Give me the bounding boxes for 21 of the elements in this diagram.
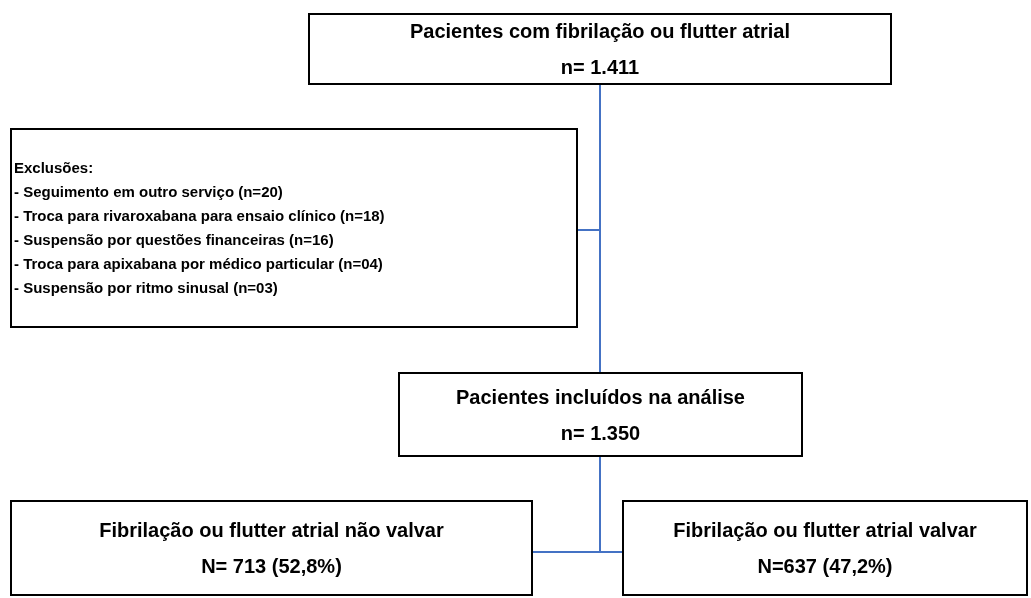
result-box	[10, 500, 533, 596]
connector-line	[599, 456, 623, 553]
list-item: - Suspensão por questões financeiras (n=16)	[14, 230, 334, 250]
process-box	[398, 372, 803, 457]
result-box	[622, 500, 1028, 596]
count-text: N=637 (47,2%)	[757, 554, 893, 579]
list-item: - Suspensão por ritmo sinusal (n=03)	[14, 278, 278, 298]
list-item: - Troca para rivaroxabana para ensaio clínico (n=18)	[14, 206, 385, 226]
list-heading: Exclusões:	[14, 158, 94, 178]
connector-line	[599, 84, 601, 373]
count-text: N= 713 (52,8%)	[201, 554, 342, 579]
count-text: n= 1.411	[560, 55, 640, 80]
box-title: Fibrilação ou flutter atrial não valvar	[99, 518, 444, 543]
box-title: Pacientes com fibrilação ou flutter atrial	[409, 19, 791, 44]
list-item: - Seguimento em outro serviço (n=20)	[14, 182, 283, 202]
count-text: n= 1.350	[560, 420, 641, 446]
process-box	[308, 13, 892, 85]
box-title: Pacientes incluídos na análise	[456, 384, 745, 410]
exclusion-box	[10, 128, 578, 328]
box-title: Fibrilação ou flutter atrial valvar	[673, 518, 977, 543]
list-item: - Troca para apixabana por médico particular (n=04)	[14, 254, 383, 274]
